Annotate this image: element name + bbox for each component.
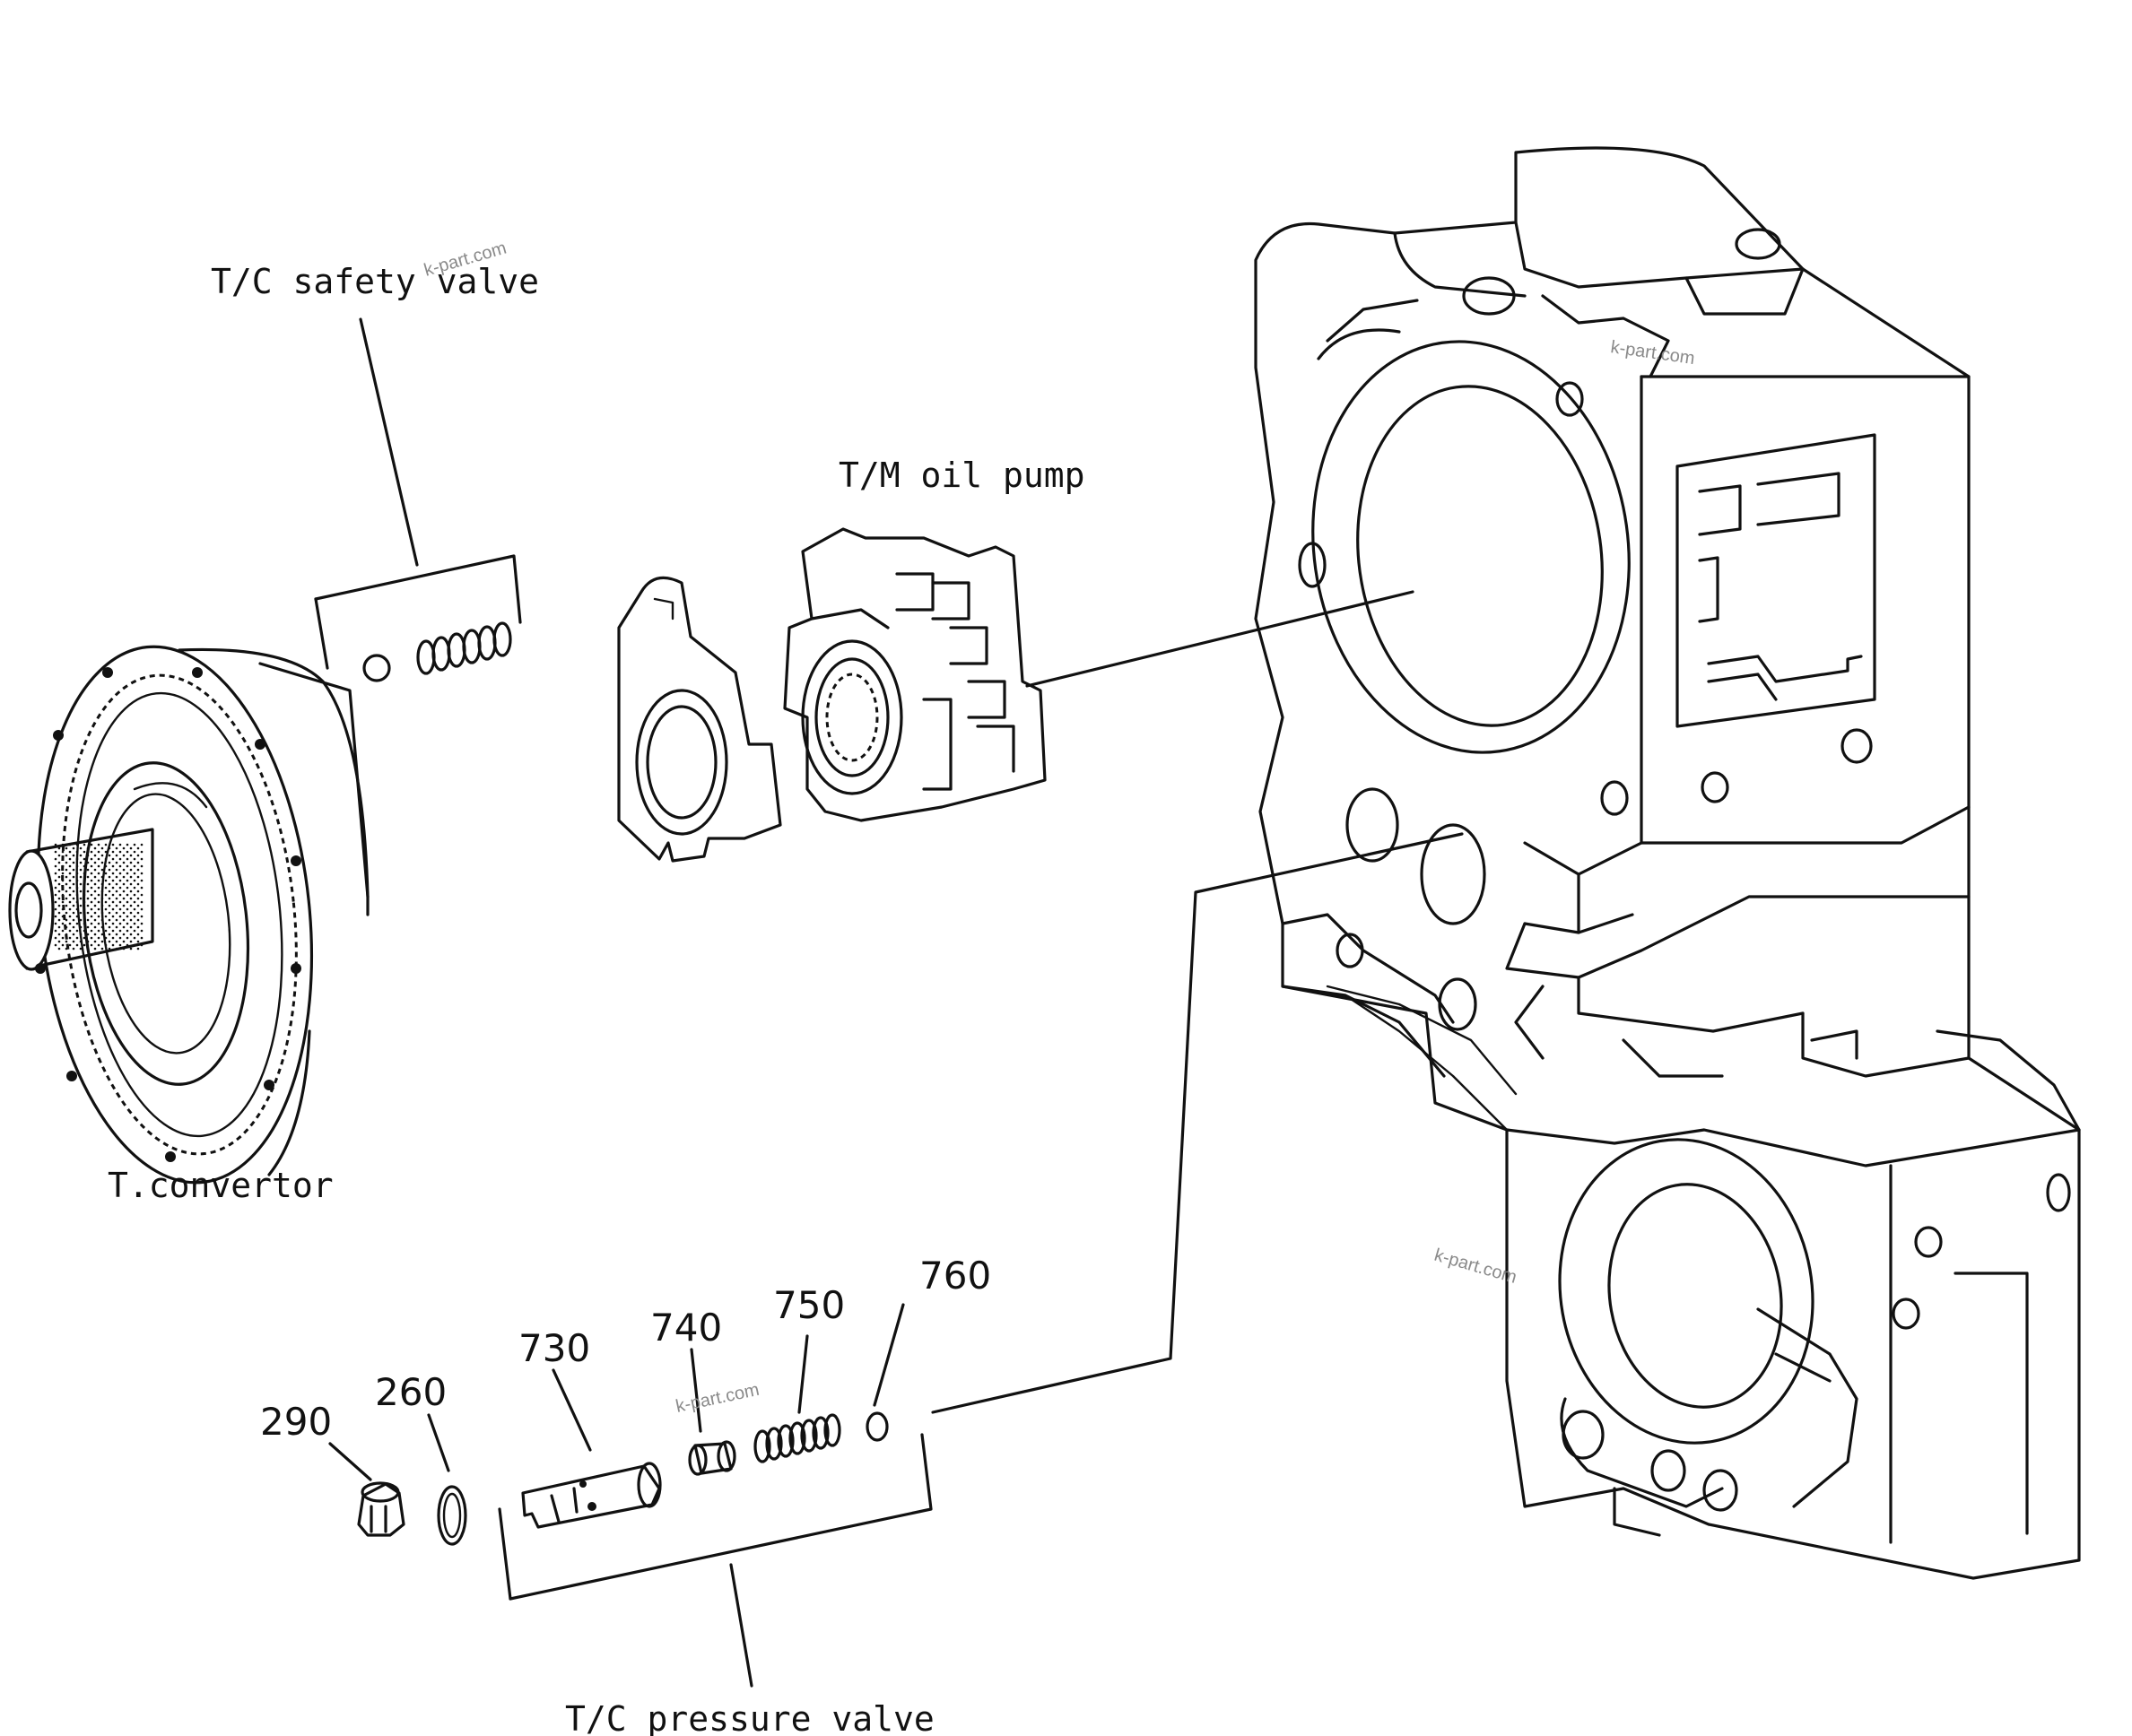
part-number-730: 730 — [518, 1326, 590, 1370]
safety-valve-label: T/C safety valve — [211, 262, 539, 301]
piston-740 — [688, 1440, 736, 1476]
watermark: k-part.com — [674, 1380, 761, 1417]
part-number-740: 740 — [650, 1306, 722, 1350]
part-number-760: 760 — [919, 1254, 991, 1298]
pressure-valve-group — [328, 832, 1464, 1688]
ball-760 — [866, 1411, 889, 1442]
pressure-valve-label: T/C pressure valve — [565, 1699, 935, 1736]
oil-pump-leader-line — [1025, 590, 1414, 688]
spring-750 — [753, 1413, 841, 1463]
safety-valve-spring — [416, 621, 512, 675]
transmission-case — [1254, 146, 2081, 1580]
pump-gasket — [617, 576, 782, 863]
oil-pump-label: T/M oil pump — [839, 456, 1085, 495]
o-ring-260 — [437, 1485, 467, 1546]
part-number-750: 750 — [773, 1283, 845, 1327]
part-number-260: 260 — [375, 1370, 447, 1414]
oil-pump — [783, 527, 1047, 822]
converter-label: T.convertor — [108, 1166, 334, 1205]
valve-spool-730 — [521, 1462, 662, 1529]
part-number-290: 290 — [260, 1400, 332, 1444]
safety-valve-leader-line — [359, 317, 419, 567]
safety-valve-group — [314, 317, 522, 682]
watermark: k-part.com — [1609, 337, 1696, 369]
plug-290 — [357, 1481, 405, 1537]
safety-valve-ball — [362, 654, 391, 682]
torque-converter — [8, 645, 370, 1185]
pressure-valve-leader-line — [931, 832, 1464, 1414]
